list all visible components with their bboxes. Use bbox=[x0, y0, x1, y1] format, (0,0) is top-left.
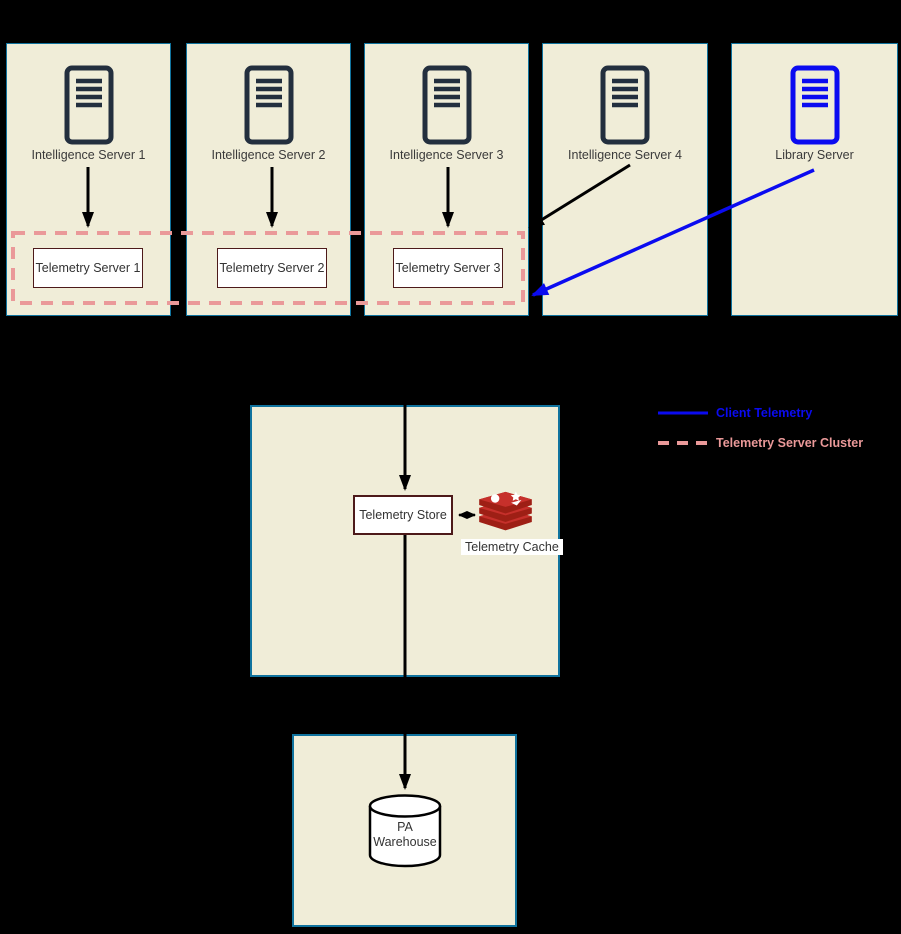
panel-library-server: Library Server bbox=[731, 43, 898, 316]
legend-client-telemetry-label: Client Telemetry bbox=[716, 406, 813, 420]
legend-telemetry-server-cluster-label: Telemetry Server Cluster bbox=[716, 436, 864, 450]
telemetry-server-2-box: Telemetry Server 2 bbox=[217, 248, 327, 288]
pa-warehouse-label: PA Warehouse bbox=[373, 820, 437, 849]
redis-stack-icon bbox=[479, 491, 532, 531]
intelligence-server-4-label: Intelligence Server 4 bbox=[568, 148, 682, 162]
server-icon bbox=[64, 65, 114, 145]
server-icon bbox=[244, 65, 294, 145]
server-icon-blue bbox=[790, 65, 840, 145]
telemetry-server-2-label: Telemetry Server 2 bbox=[219, 261, 325, 275]
telemetry-server-3-label: Telemetry Server 3 bbox=[395, 261, 501, 275]
intelligence-server-1-label: Intelligence Server 1 bbox=[31, 148, 146, 162]
intelligence-server-2-label: Intelligence Server 2 bbox=[211, 148, 326, 162]
server-icon bbox=[422, 65, 472, 145]
database-cylinder-icon bbox=[368, 794, 442, 868]
telemetry-server-1-box: Telemetry Server 1 bbox=[33, 248, 143, 288]
panel-intelligence-server-4: Intelligence Server 4 bbox=[542, 43, 708, 316]
server-icon bbox=[600, 65, 650, 145]
telemetry-store-label: Telemetry Store bbox=[359, 508, 447, 522]
telemetry-cache-label: Telemetry Cache bbox=[461, 539, 563, 555]
telemetry-store-box: Telemetry Store bbox=[353, 495, 453, 535]
telemetry-server-3-box: Telemetry Server 3 bbox=[393, 248, 503, 288]
redis-layer-top bbox=[479, 491, 532, 514]
library-server-label: Library Server bbox=[775, 148, 854, 162]
telemetry-server-1-label: Telemetry Server 1 bbox=[35, 261, 141, 275]
intelligence-server-3-label: Intelligence Server 3 bbox=[389, 148, 504, 162]
